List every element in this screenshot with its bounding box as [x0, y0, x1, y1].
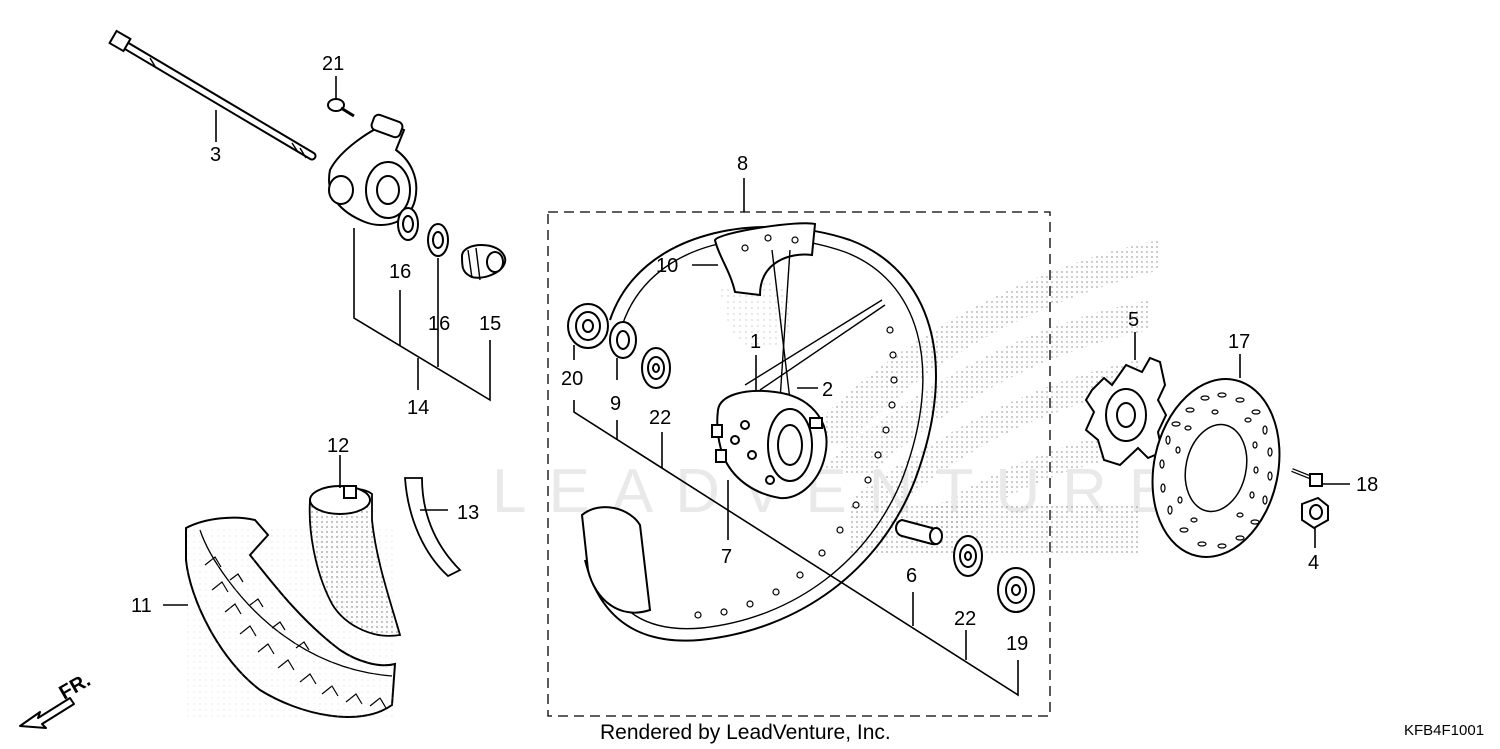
callout-2: 2 — [822, 379, 833, 401]
disc-mount-part-5 — [1084, 356, 1168, 467]
callout-12: 12 — [327, 435, 349, 457]
axle-part — [108, 29, 317, 161]
bearing-part-22b — [953, 535, 983, 577]
callout-15: 15 — [479, 313, 501, 335]
rim-band-part-13 — [404, 477, 462, 578]
diagram-code: KFB4F1001 — [1404, 722, 1484, 739]
speedometer-gearbox-part — [328, 113, 418, 226]
tube-part-12 — [308, 485, 402, 637]
brake-disc-part-17 — [1151, 378, 1281, 558]
hub-part — [711, 389, 828, 500]
callout-22b: 22 — [954, 608, 976, 630]
front-direction-label: FR. — [56, 669, 95, 704]
callout-22a: 22 — [649, 407, 671, 429]
callout-17: 17 — [1228, 331, 1250, 353]
distance-collar-part-6 — [895, 518, 943, 546]
dust-seal-part-9 — [609, 321, 637, 359]
callout-4: 4 — [1308, 552, 1319, 574]
callout-14: 14 — [407, 397, 429, 419]
callout-5: 5 — [1128, 309, 1139, 331]
callout-16a: 16 — [389, 261, 411, 283]
bearing-part-20 — [567, 303, 609, 349]
callout-13: 13 — [457, 502, 479, 524]
nut-part-4 — [1301, 496, 1329, 530]
callout-7: 7 — [721, 546, 732, 568]
callout-19: 19 — [1006, 633, 1028, 655]
washer-16b — [427, 223, 449, 257]
callout-21: 21 — [322, 53, 344, 75]
leader-14-group — [353, 228, 491, 402]
callout-16b: 16 — [428, 313, 450, 335]
front-direction-arrow-icon — [19, 697, 75, 729]
callout-8: 8 — [737, 153, 748, 175]
bearing-part-19 — [997, 567, 1035, 613]
bolt-part-18 — [1291, 468, 1323, 487]
footer-credit: Rendered by LeadVenture, Inc. — [600, 721, 891, 744]
bearing-part-22a — [641, 347, 671, 389]
rim-part — [580, 222, 937, 642]
spokes — [744, 249, 886, 401]
retainer-part-15 — [460, 244, 507, 281]
callout-1: 1 — [750, 331, 761, 353]
callout-20: 20 — [561, 368, 583, 390]
leader-group-right — [573, 400, 1019, 697]
callout-9: 9 — [610, 393, 621, 415]
callout-3: 3 — [210, 144, 221, 166]
callout-6: 6 — [906, 565, 917, 587]
washer-16a — [397, 207, 419, 241]
honda-text-watermark — [850, 505, 1140, 555]
callout-11: 11 — [131, 595, 152, 617]
screw-part-21 — [327, 98, 355, 118]
wheel-assembly-box — [547, 211, 1051, 717]
honda-wing-watermark — [720, 240, 1160, 535]
callout-18: 18 — [1356, 474, 1378, 496]
callout-10: 10 — [656, 255, 678, 277]
